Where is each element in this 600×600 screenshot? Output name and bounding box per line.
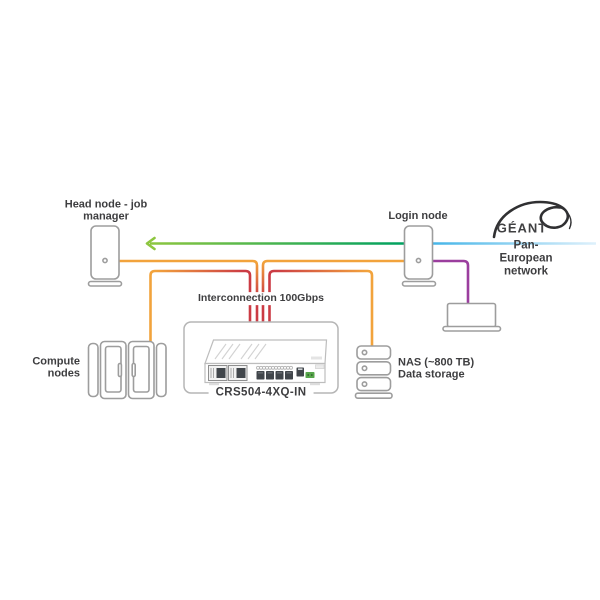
- link-compute-to-switch: [149, 269, 252, 342]
- psu-modules: [208, 365, 248, 381]
- interconnection-label: Interconnection 100Gbps: [192, 291, 330, 306]
- geant-logo-text: GÉANT: [496, 220, 548, 236]
- link-nas-to-switch: [268, 269, 374, 346]
- login-node-label: Login node: [388, 209, 448, 222]
- nas-label: NAS (~800 TB) Data storage: [398, 356, 475, 381]
- link-login-to-switch: [261, 259, 405, 322]
- ethernet-port: [296, 367, 304, 377]
- compute-racks-icon: [87, 340, 167, 400]
- switch-model-label: CRS504-4XQ-IN: [208, 386, 314, 400]
- terminal-block: [305, 372, 315, 378]
- pan-european-network-label: Pan-European network: [499, 239, 553, 278]
- compute-nodes-label: Compute nodes: [32, 355, 80, 380]
- head-node-icon: [87, 225, 123, 287]
- switch-top-logo: [311, 356, 322, 360]
- vent-strip: [256, 365, 293, 370]
- geant-swoosh-icon: [492, 200, 572, 239]
- device-sticker: [315, 364, 325, 369]
- switch-device-icon: [204, 339, 328, 386]
- qsfp-ports: [256, 371, 293, 380]
- link-head-to-switch: [118, 259, 259, 322]
- nas-stack-icon: [354, 345, 393, 400]
- login-node-icon: [401, 225, 437, 287]
- arrowhead-left-icon: [145, 236, 156, 251]
- link-login-to-laptop: [433, 259, 470, 303]
- head-node-label: Head node - job manager: [64, 198, 148, 223]
- laptop-icon: [442, 302, 502, 332]
